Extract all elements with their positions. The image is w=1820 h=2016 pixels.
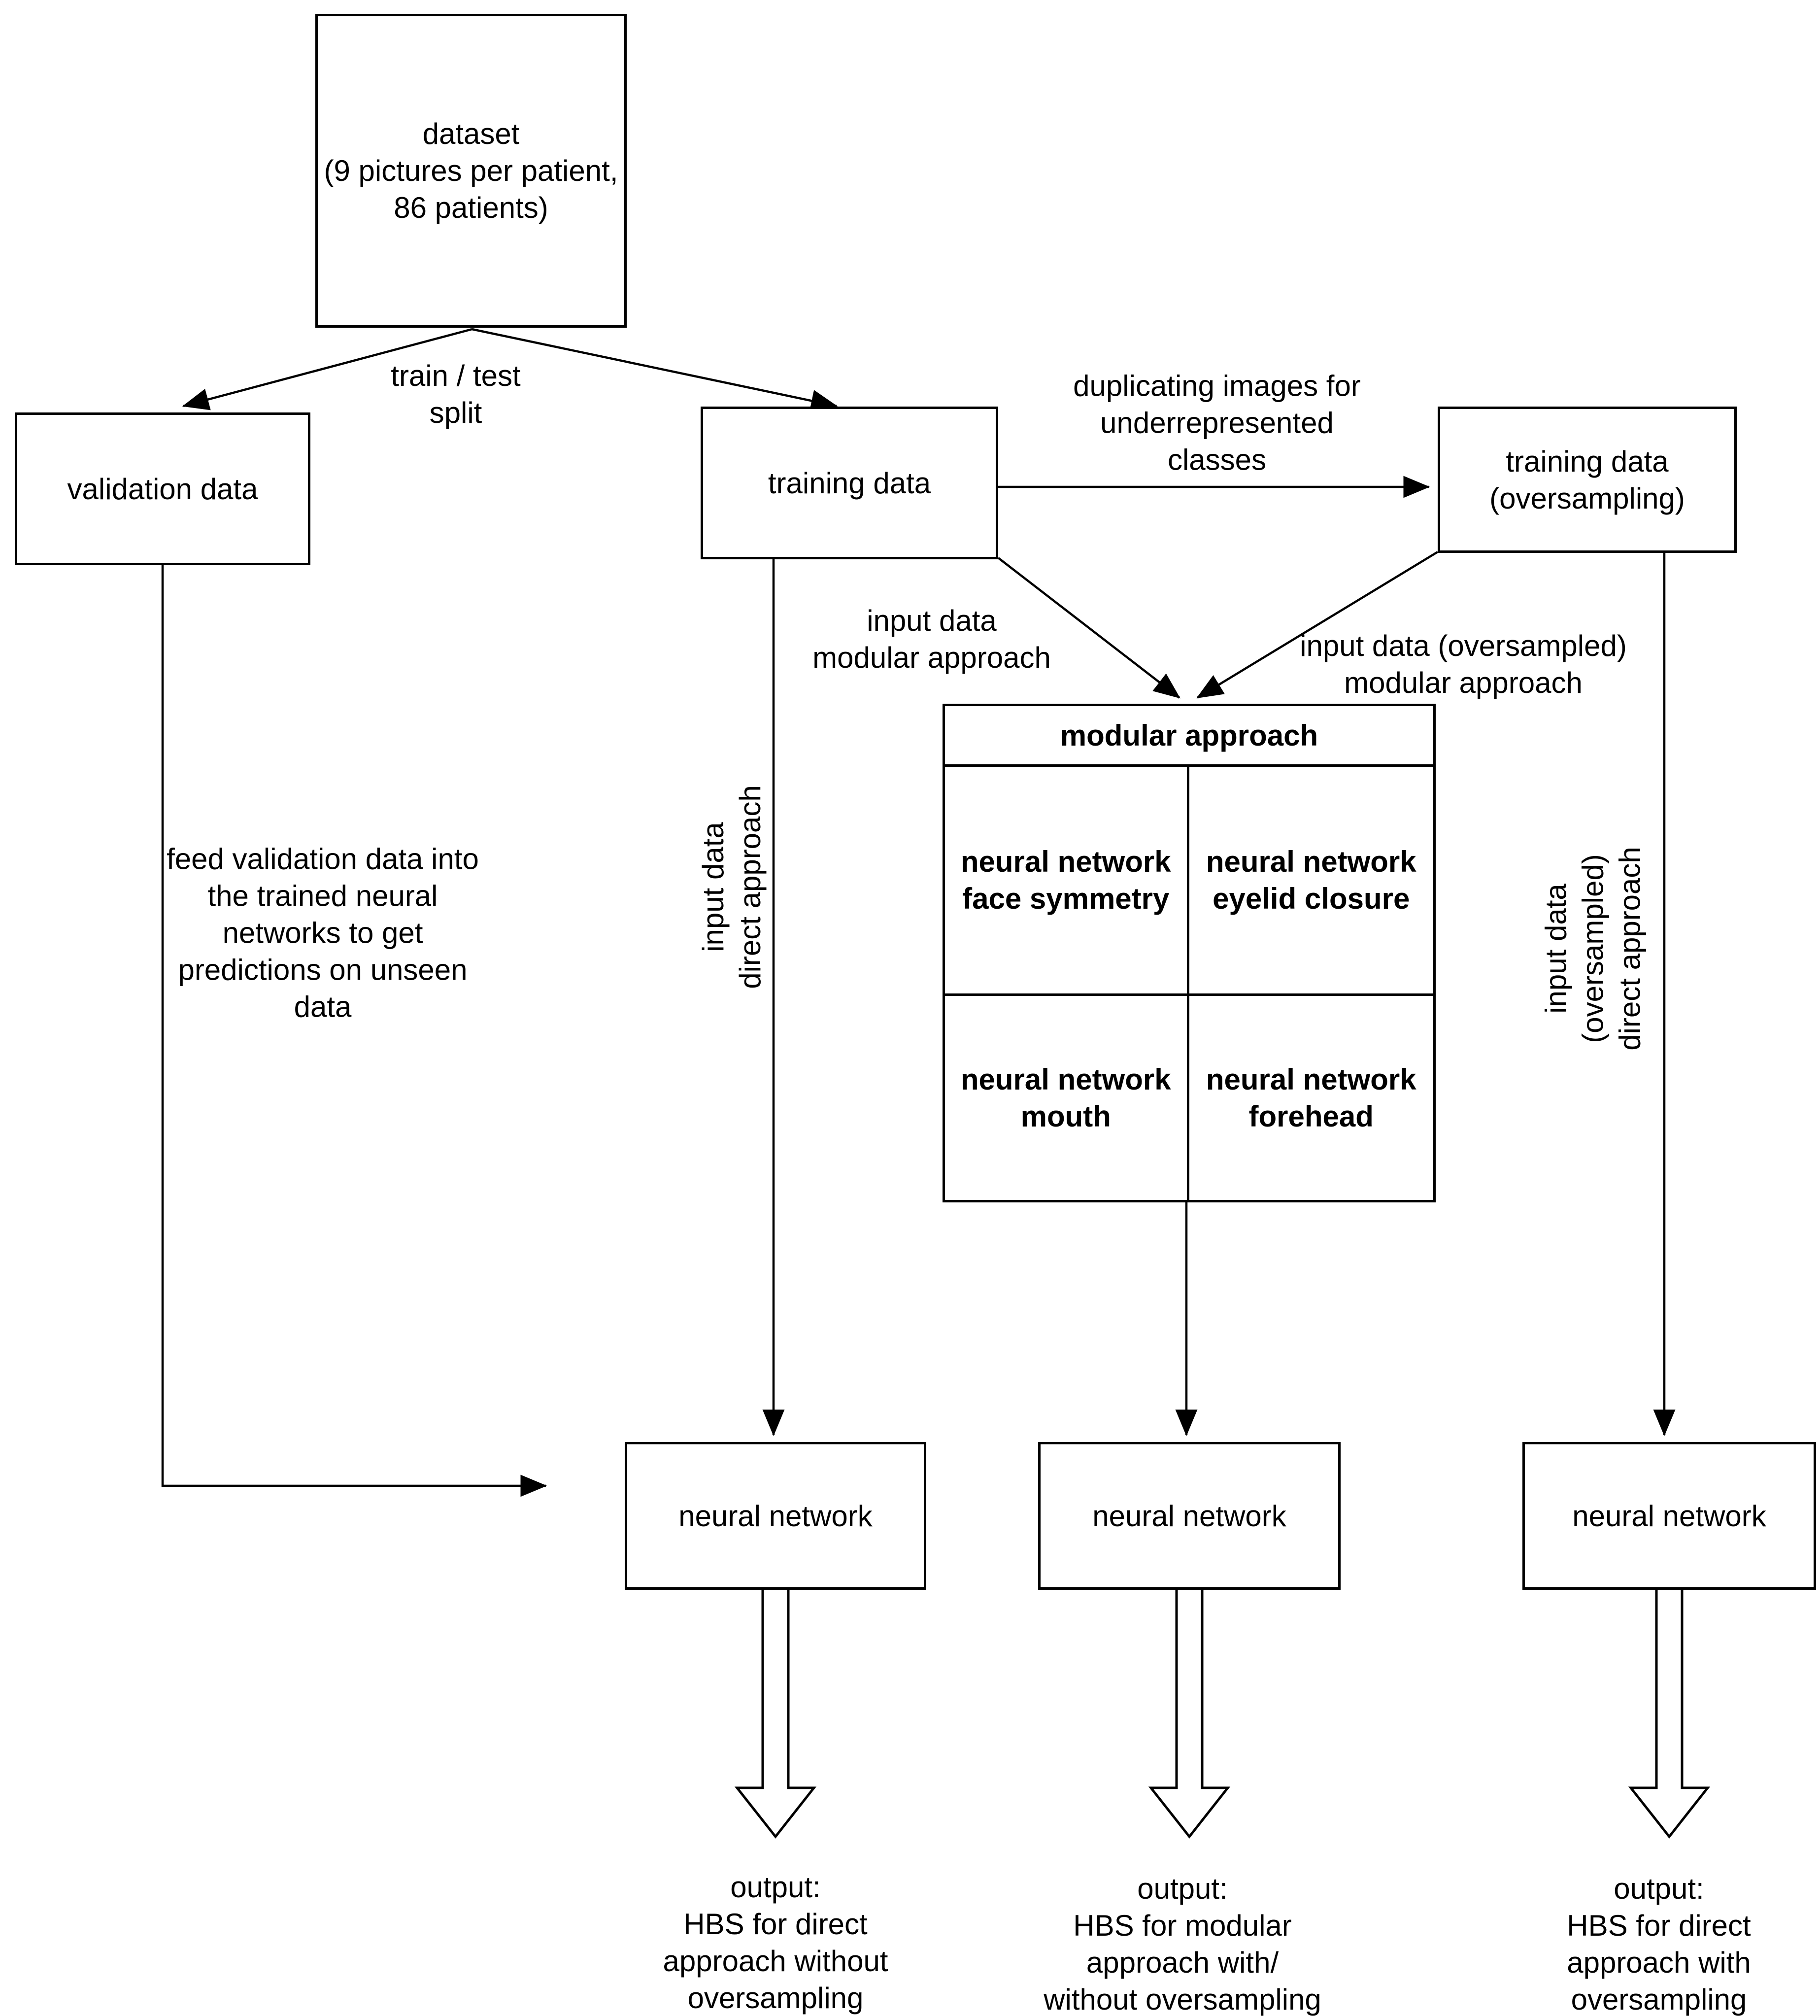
output-arrow-modular	[1148, 1586, 1231, 1839]
text-line: HBS for modular	[1073, 1909, 1292, 1942]
training-data-label: training data	[768, 466, 931, 500]
duplicating-images-label: duplicating images for underrepresented …	[1073, 368, 1361, 478]
training-oversampling-line: training data	[1506, 444, 1669, 478]
text-line: neural network	[960, 1063, 1171, 1096]
validation-data-box: validation data	[15, 412, 310, 565]
text-line: classes	[1167, 443, 1267, 477]
text-line: split	[429, 396, 482, 429]
text-line: train / test	[391, 359, 521, 392]
dataset-line: (9 pictures per patient,	[324, 154, 618, 187]
text-line: networks to get	[222, 916, 423, 950]
modular-approach-header: modular approach	[945, 706, 1433, 767]
edge-training-to-modular	[997, 557, 1180, 699]
validation-data-label: validation data	[67, 472, 258, 506]
input-data-oversampled-modular-label: input data (oversampled) modular approac…	[1300, 627, 1627, 701]
neural-network-direct-box: neural network	[625, 1442, 926, 1590]
text-line: the trained neural	[207, 879, 438, 913]
text-line: input data	[867, 604, 997, 637]
text-line: output:	[730, 1871, 821, 1904]
text-line: face symmetry	[962, 882, 1170, 915]
text-line: direct approach	[734, 785, 767, 989]
neural-network-label: neural network	[1572, 1499, 1766, 1533]
text-line: mouth	[1020, 1100, 1111, 1133]
text-line: HBS for direct	[1567, 1909, 1751, 1942]
text-line: feed validation data into	[167, 842, 479, 876]
input-data-direct-label: input data direct approach	[695, 785, 769, 989]
training-data-oversampling-box: training data (oversampling)	[1438, 407, 1737, 553]
text-line: input data (oversampled)	[1300, 629, 1627, 662]
modular-approach-box: modular approach neural network face sym…	[943, 704, 1436, 1202]
input-data-oversampled-direct-label: input data (oversampled) direct approach	[1538, 847, 1649, 1051]
modular-cell-forehead: neural network forehead	[1189, 996, 1434, 1200]
text-line: output:	[1137, 1872, 1228, 1905]
text-line: underrepresented	[1100, 406, 1334, 440]
text-line: input data	[697, 822, 730, 952]
neural-network-label: neural network	[1092, 1499, 1286, 1533]
edge-dataset-to-training	[472, 328, 838, 412]
input-data-modular-label: input data modular approach	[812, 602, 1051, 676]
text-line: output:	[1614, 1872, 1704, 1905]
modular-cell-face-symmetry: neural network face symmetry	[945, 767, 1189, 996]
text-line: predictions on unseen	[178, 953, 468, 987]
text-line: oversampling	[687, 1982, 864, 2015]
text-line: HBS for direct	[683, 1908, 868, 1941]
train-test-split-label: train / test split	[391, 357, 520, 431]
text-line: without oversampling	[1044, 1983, 1321, 2016]
text-line: forehead	[1248, 1100, 1374, 1133]
feed-validation-note: feed validation data into the trained ne…	[167, 841, 479, 1025]
text-line: modular approach	[1344, 666, 1583, 699]
text-line: data	[294, 990, 352, 1024]
text-line: direct approach	[1613, 847, 1647, 1051]
neural-network-label: neural network	[678, 1499, 873, 1533]
text-line: eyelid closure	[1213, 882, 1410, 915]
text-line: neural network	[1206, 845, 1416, 878]
dataset-line: 86 patients)	[394, 191, 548, 224]
modular-grid: neural network face symmetry neural netw…	[945, 767, 1433, 1200]
output-modular-label: output: HBS for modular approach with/ w…	[1044, 1870, 1321, 2016]
dataset-box: dataset (9 pictures per patient, 86 pati…	[315, 14, 627, 328]
neural-network-modular-box: neural network	[1038, 1442, 1341, 1590]
output-direct-oversampled-label: output: HBS for direct approach with ove…	[1567, 1870, 1751, 2016]
text-line: approach with	[1567, 1946, 1751, 1979]
edge-oversampling-to-modular	[1196, 551, 1439, 699]
text-line: approach without	[663, 1945, 888, 1978]
modular-cell-mouth: neural network mouth	[945, 996, 1189, 1200]
modular-cell-eyelid-closure: neural network eyelid closure	[1189, 767, 1433, 996]
neural-network-direct-oversampled-box: neural network	[1522, 1442, 1816, 1590]
output-arrow-direct	[734, 1586, 817, 1839]
text-line: neural network	[1206, 1063, 1416, 1096]
text-line: (oversampled)	[1576, 854, 1610, 1043]
text-line: neural network	[960, 845, 1171, 878]
text-line: duplicating images for	[1073, 369, 1361, 403]
output-arrow-direct-oversampled	[1628, 1586, 1711, 1839]
dataset-line: dataset	[422, 117, 520, 150]
edge-dataset-to-validation	[182, 328, 472, 410]
training-oversampling-line: (oversampling)	[1489, 481, 1685, 515]
text-line: modular approach	[812, 641, 1051, 674]
text-line: approach with/	[1086, 1946, 1279, 1979]
output-direct-label: output: HBS for direct approach without …	[663, 1869, 888, 2016]
text-line: input data	[1539, 884, 1573, 1014]
edge-validation-to-networks	[161, 564, 547, 1497]
text-line: oversampling	[1571, 1983, 1747, 2016]
training-data-box: training data	[701, 407, 998, 559]
